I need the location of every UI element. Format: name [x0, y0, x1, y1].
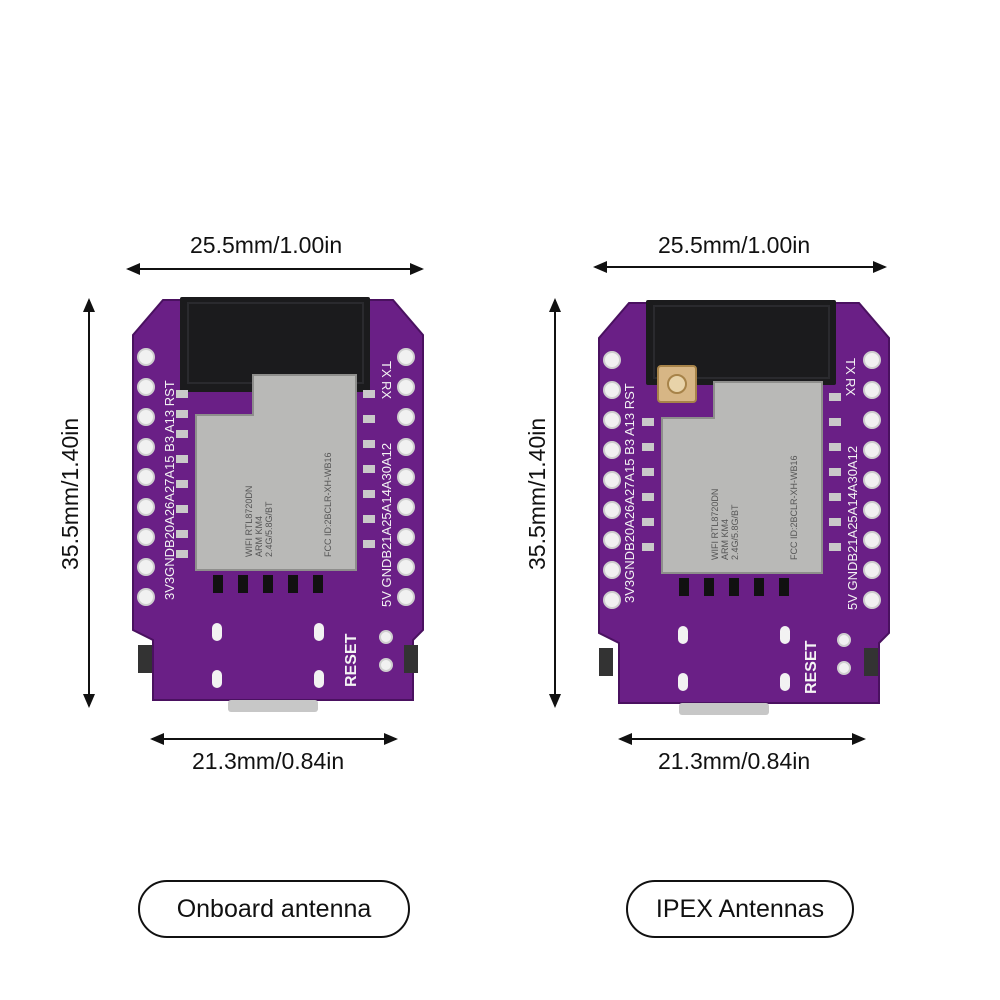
right-pin-labels: 5V GNDB21A25A14A30A12	[379, 443, 394, 607]
module-text-3: 2.4G/5.8G/BT	[730, 504, 740, 560]
module-text-1: WIFI RTL8720DN	[244, 486, 254, 557]
right-pin-labels: 5V GNDB21A25A14A30A12	[845, 446, 860, 610]
board-image: 3V3GNDB20A26A27A15 B3 A13 RST TX RX 5V G…	[132, 297, 424, 712]
height-arrow	[83, 298, 95, 708]
bottom-width-label: 21.3mm/0.84in	[192, 748, 345, 774]
width-label: 25.5mm/1.00in	[190, 232, 343, 258]
width-arrow	[126, 263, 424, 275]
right-pin-tx: TX	[843, 358, 858, 375]
module-text-2: ARM KM4	[254, 516, 264, 557]
width-label: 25.5mm/1.00in	[658, 232, 811, 258]
right-pin-rx: RX	[843, 378, 858, 396]
right-pin-tx: TX	[379, 361, 394, 378]
module-text-1: WIFI RTL8720DN	[710, 489, 720, 560]
bottom-width-arrow	[618, 733, 866, 745]
module-text-2: ARM KM4	[720, 519, 730, 560]
bottom-width-label: 21.3mm/0.84in	[658, 748, 811, 774]
module-text-4: FCC ID:2BCLR-XH-WB16	[789, 455, 799, 560]
right-pin-rx: RX	[379, 381, 394, 399]
product-ipex-antenna: 25.5mm/1.00in 35.5mm/1.40in	[470, 0, 970, 1000]
left-pin-labels: 3V3GNDB20A26A27A15 B3 A13 RST	[622, 383, 637, 603]
left-pin-labels: 3V3GNDB20A26A27A15 B3 A13 RST	[162, 380, 177, 600]
caption-onboard-antenna: Onboard antenna	[138, 880, 410, 938]
board-image: 3V3GNDB20A26A27A15 B3 A13 RST TX RX 5V G…	[598, 300, 890, 715]
height-label: 35.5mm/1.40in	[57, 417, 83, 570]
module-text-3: 2.4G/5.8G/BT	[264, 501, 274, 557]
caption-ipex-antennas: IPEX Antennas	[626, 880, 854, 938]
reset-label: RESET	[803, 640, 820, 694]
height-label: 35.5mm/1.40in	[524, 417, 550, 570]
bottom-width-arrow	[150, 733, 398, 745]
product-onboard-antenna: 25.5mm/1.00in 35.5mm/1.40in	[57, 232, 424, 938]
module-text-4: FCC ID:2BCLR-XH-WB16	[323, 452, 333, 557]
height-arrow	[549, 298, 561, 708]
reset-label: RESET	[343, 633, 360, 687]
width-arrow	[593, 261, 887, 273]
